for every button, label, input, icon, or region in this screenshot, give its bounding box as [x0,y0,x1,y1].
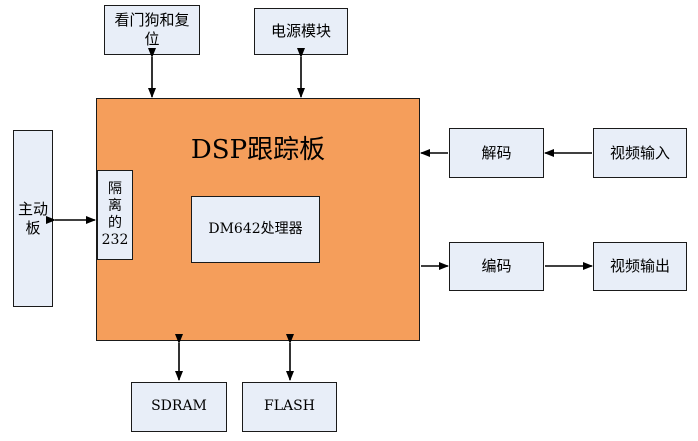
main-control-label-line2: 板 [25,218,41,237]
decode-box: 解码 [449,128,544,178]
power-module-box: 电源模块 [254,8,348,55]
isolated-232-box: 隔 离 的 232 [97,170,133,260]
dsp-tracking-board: DSP跟踪板 [96,98,420,341]
sdram-box: SDRAM [131,382,227,432]
flash-box: FLASH [242,382,337,432]
encode-box: 编码 [449,242,544,291]
processor-label: DM642处理器 [208,220,303,237]
video-output-label: 视频输出 [609,257,670,276]
decode-label: 解码 [481,143,512,162]
dsp-board-title: DSP跟踪板 [190,135,326,165]
sdram-label: SDRAM [151,398,207,415]
dm642-processor-box: DM642处理器 [191,196,320,263]
video-input-box: 视频输入 [593,128,687,178]
video-output-box: 视频输出 [593,242,687,291]
main-control-label-line1: 主动 [17,199,48,218]
isolated-label-line3: 的 [108,215,122,231]
watchdog-label-line2: 位 [144,30,160,48]
video-input-label: 视频输入 [609,143,670,162]
isolated-label-line2: 离 [108,198,122,215]
encode-label: 编码 [481,257,512,276]
watchdog-label-line1: 看门狗和复 [114,11,190,30]
flash-label: FLASH [264,398,315,415]
isolated-label-line1: 隔 [108,181,122,198]
isolated-label-line4: 232 [101,231,129,248]
power-module-label: 电源模块 [270,22,331,41]
